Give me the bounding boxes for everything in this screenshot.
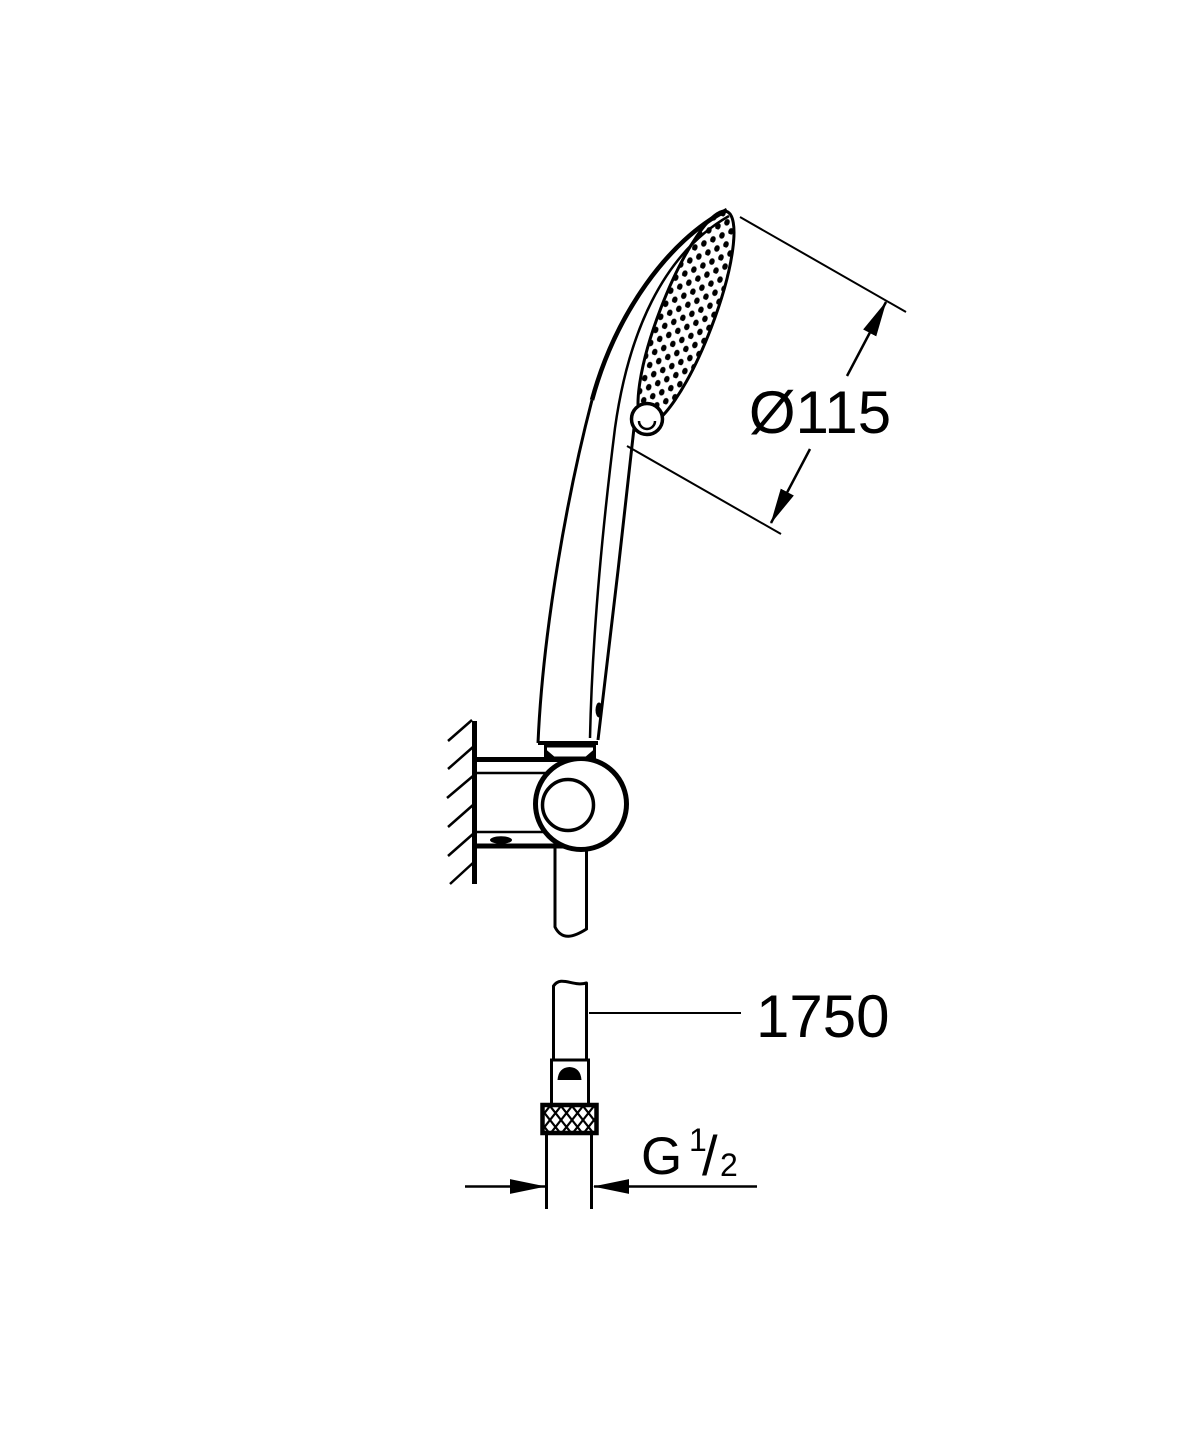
thread-label-numerator: 1 [689,1122,707,1158]
hose-length-dimension: 1750 [589,983,889,1050]
thread-label-slash: / [702,1124,718,1187]
wall-hatch-lines [446,719,475,885]
thread-pipe [545,1133,593,1209]
hose-upper [553,838,588,938]
knurled-nut [540,1102,599,1136]
handle-button-mark [595,702,603,718]
holder-inner-ring [540,777,596,833]
collar-wedge-left [545,749,556,758]
handle-front-edge-line [588,214,730,739]
extension-line-bottom [626,445,782,535]
thread-dimension: G 1 / 2 [465,1122,757,1194]
diameter-label: Ø115 [749,379,891,446]
hose-break-line [553,925,588,938]
connector-dome-mark [557,1067,582,1080]
diameter-dimension: Ø115 [626,216,907,535]
dimension-arrow-upper [845,301,888,377]
hose-break-line-lower [552,979,588,988]
collar-wedge-right [584,749,595,758]
dimension-arrow-lower [769,448,812,524]
thread-label-g: G [641,1127,682,1186]
shower-head [629,209,736,437]
bracket-slot-mark [490,836,512,844]
holder [533,756,629,852]
handle-right-edge [596,427,636,741]
handle-left-edge [536,399,594,744]
outlet-ring [629,401,665,437]
hose-lower [552,979,588,1060]
hose-length-label: 1750 [756,983,889,1050]
hose-connector [550,1058,590,1107]
extension-line-top [739,216,907,313]
wall [446,719,477,885]
handle-collar [544,744,596,760]
thread-label-denominator: 2 [720,1147,738,1183]
outlet-ring-inner-arc [637,420,657,431]
